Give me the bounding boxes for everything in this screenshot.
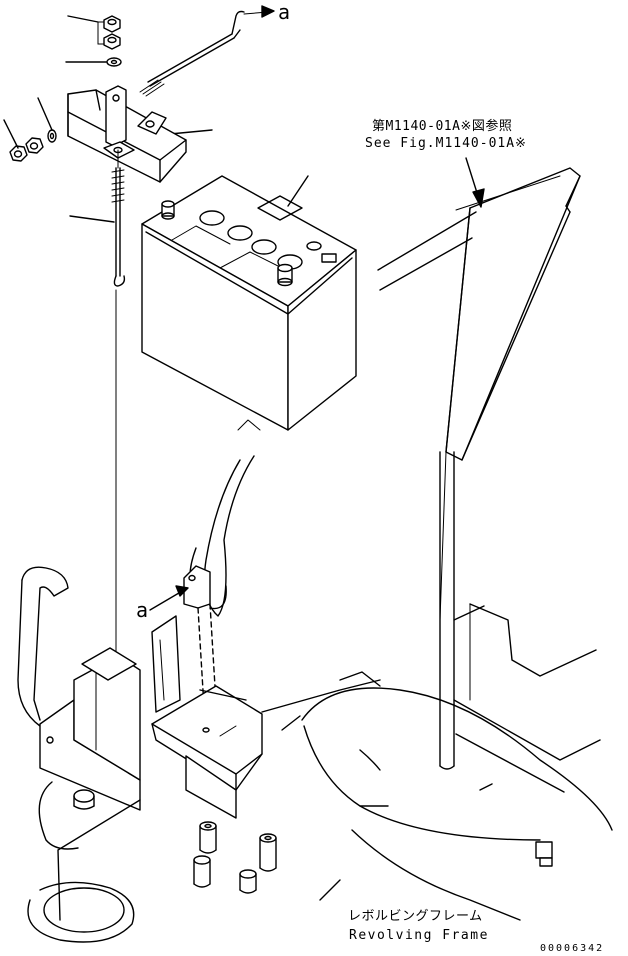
spacer-bushing-3 xyxy=(193,855,211,888)
arrow-label-a-top: a xyxy=(278,0,291,24)
side-nut-2 xyxy=(25,137,44,154)
frame-label-jp: レボルビングフレーム xyxy=(348,909,483,924)
nut-lower xyxy=(103,33,121,50)
spacer-bushing-4 xyxy=(239,869,257,894)
spacer-bushing-1 xyxy=(199,821,217,854)
washer-top xyxy=(106,57,122,67)
reference-note-en: See Fig.M1140-01A※ xyxy=(365,136,527,151)
leader-lines xyxy=(3,15,309,223)
side-nut-1 xyxy=(9,145,28,162)
rod-upper xyxy=(139,5,275,97)
battery-clamp-bracket xyxy=(67,85,187,183)
side-washer xyxy=(47,129,57,143)
battery-terminal-right xyxy=(277,263,293,287)
left-bracket xyxy=(17,566,141,811)
spacer-bushing-2 xyxy=(259,833,277,872)
reference-arrow xyxy=(465,157,485,208)
side-panel xyxy=(377,167,581,621)
arrow-label-a-bottom: a xyxy=(136,598,149,622)
pipe xyxy=(439,451,455,770)
frame-label-en: Revolving Frame xyxy=(349,928,489,943)
reference-note-jp: 第M1140-01A※図参照 xyxy=(372,119,513,134)
revolving-frame xyxy=(27,603,613,943)
drawing-number: 00006342 xyxy=(540,943,605,954)
nut-upper xyxy=(103,15,121,33)
battery-tray xyxy=(151,685,263,819)
battery xyxy=(141,175,357,431)
battery-terminal-left xyxy=(161,200,175,220)
j-bolt xyxy=(111,149,126,287)
